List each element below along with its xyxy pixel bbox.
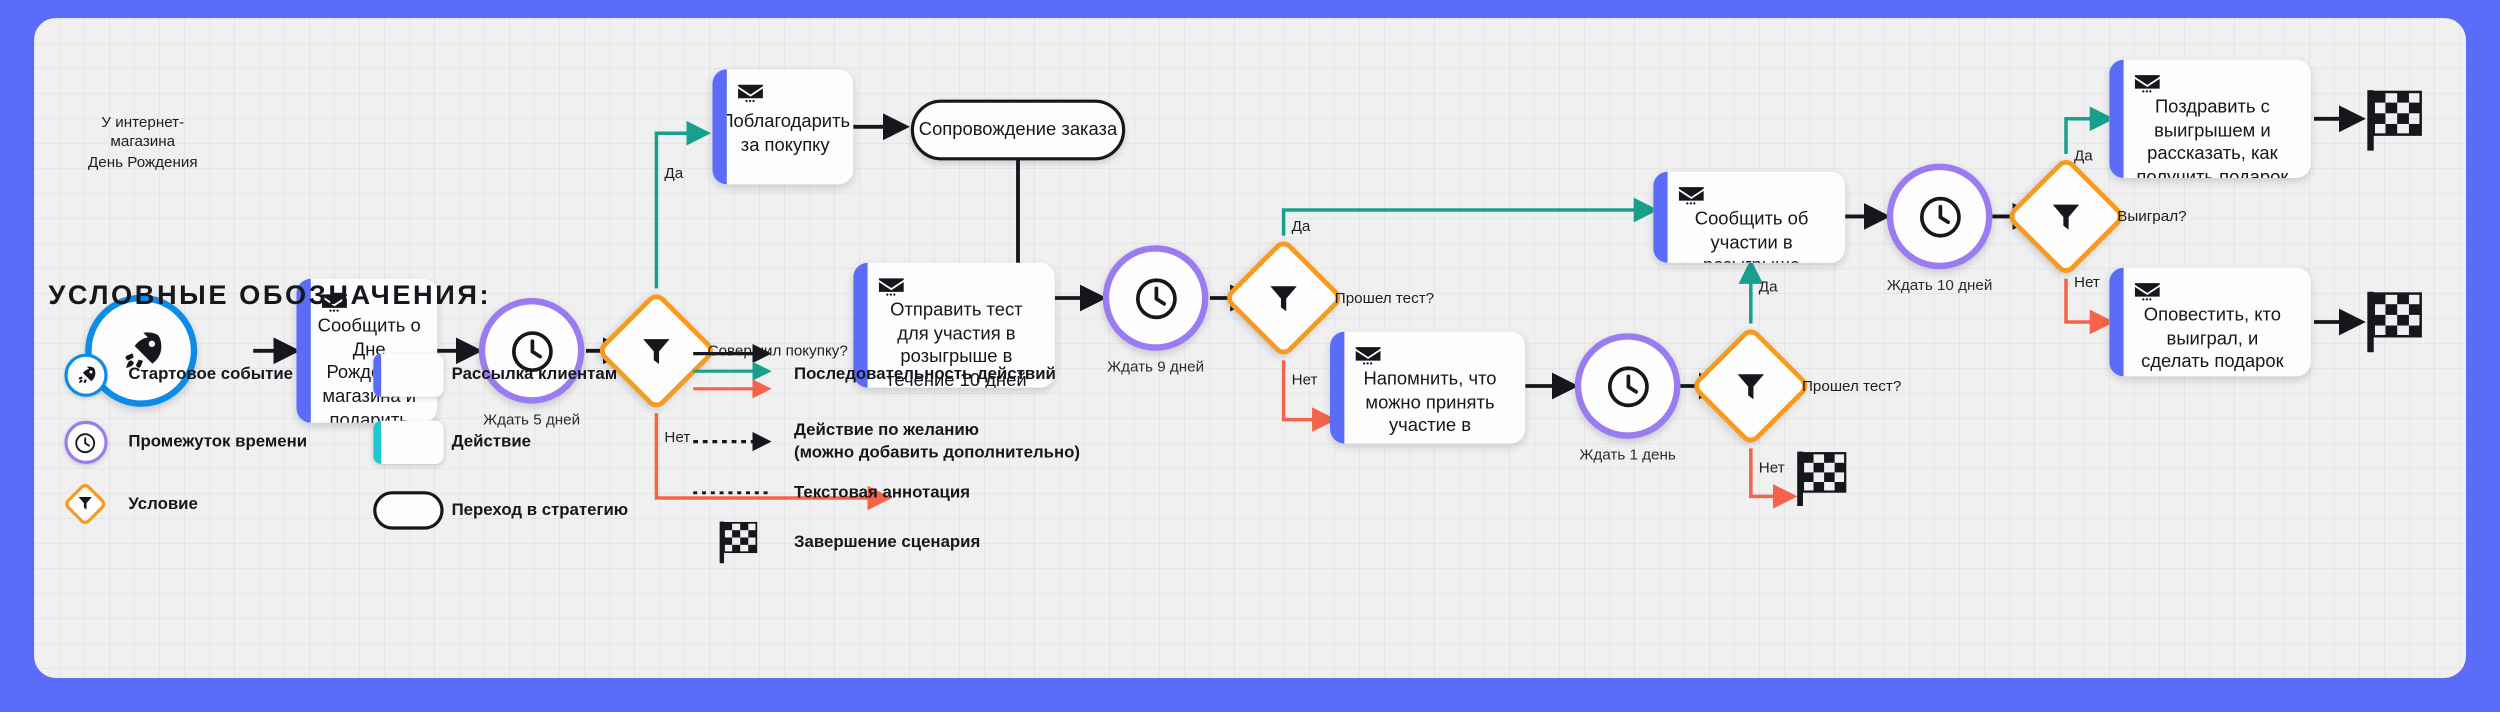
- legend-item-end: Завершение сценария: [688, 520, 980, 565]
- delay-caption-1-day: Ждать 1 день: [1579, 446, 1676, 465]
- legend-label: Переход в стратегию: [451, 500, 629, 520]
- mail-icon: [2134, 75, 2160, 93]
- legend-item-sequence: Последовательность действий: [688, 344, 1056, 405]
- pill-shape-sample: [373, 491, 444, 530]
- legend-label: Промежуток времени: [128, 432, 308, 452]
- legend-label: Текстовая аннотация: [794, 483, 970, 503]
- legend-item-strategy: Переход в стратегию: [365, 491, 629, 530]
- delay-caption-10-days: Ждать 10 дней: [1886, 277, 1993, 295]
- legend-label: Действие по желанию (можно добавить допо…: [794, 420, 1080, 463]
- card-label: Отправить тест для участия в розыгрыше в…: [886, 301, 1027, 388]
- flag-icon: [1797, 451, 1847, 506]
- dotted-line-icon: [693, 491, 772, 495]
- mail-icon: [878, 278, 904, 296]
- start-event-node[interactable]: [85, 294, 198, 407]
- edge-label-no-test-1: Нет: [1291, 371, 1318, 390]
- flowchart-canvas: У интернет- магазина День Рождения Сообщ…: [34, 18, 2466, 678]
- end-flag-notify: [2364, 290, 2425, 362]
- clock-icon: [75, 432, 96, 453]
- legend-label: Стартовое событие: [128, 365, 294, 385]
- delay-caption-5-days: Ждать 5 дней: [483, 411, 581, 430]
- card-msg-birthday[interactable]: Сообщить о Дне Рождении магазина и подар…: [296, 278, 438, 423]
- delay-node-10-days[interactable]: [1886, 163, 1993, 270]
- legend-label: Рассылка клиентам: [451, 365, 618, 385]
- flag-icon: [2367, 90, 2422, 151]
- edge-label-yes-purchase: Да: [664, 165, 684, 183]
- card-label: Сообщить об участии в розыгрыше: [1694, 210, 1809, 263]
- legend-item-mail-card: Рассылка клиентам: [365, 353, 618, 397]
- clock-icon: [1919, 196, 1960, 237]
- solid-arrows-icon: [693, 344, 772, 399]
- edge-label-no-purchase: Нет: [664, 429, 691, 447]
- card-msg-participation[interactable]: Сообщить об участии в розыгрыше: [1653, 171, 1846, 263]
- legend-item-optional-action: Действие по желанию (можно добавить допо…: [688, 419, 1080, 464]
- mail-icon: [738, 84, 763, 103]
- clock-icon: [1135, 277, 1176, 319]
- clock-icon: [1607, 365, 1648, 407]
- condition-label-win: Выиграл?: [2117, 208, 2187, 226]
- card-msg-notify[interactable]: Оповестить, кто выиграл, и сделать подар…: [2109, 267, 2311, 377]
- legend: УСЛОВНЫЕ ОБОЗНАЧЕНИЯ: Стартовое событие: [42, 280, 1418, 564]
- funnel-icon: [2052, 204, 2080, 230]
- legend-item-action-card: Действие: [365, 420, 532, 464]
- card-label: Поблагодарить за покупку: [720, 112, 851, 156]
- legend-label: Завершение сценария: [794, 532, 981, 552]
- delay-caption-9-days: Ждать 9 дней: [1107, 358, 1205, 377]
- card-msg-remind[interactable]: Напомнить, что можно принять участие в р…: [1330, 331, 1526, 444]
- mail-card-sample: [373, 353, 444, 397]
- legend-item-condition: Условие: [42, 481, 198, 527]
- delay-node-5-days[interactable]: [478, 298, 585, 404]
- card-label: Сообщить о Дне Рождении магазина и подар…: [317, 317, 421, 423]
- card-label: Напомнить, что можно принять участие в р…: [1363, 370, 1497, 444]
- start-event-note: У интернет- магазина День Рождения: [87, 114, 198, 172]
- legend-item-annotation: Текстовая аннотация: [688, 482, 970, 505]
- mail-icon: [2134, 283, 2160, 301]
- rocket-icon: [77, 366, 95, 384]
- legend-title: УСЛОВНЫЕ ОБОЗНАЧЕНИЯ:: [48, 280, 492, 311]
- end-flag-test-2: [1794, 450, 1848, 516]
- edge-label-yes-test-1: Да: [1291, 218, 1311, 236]
- condition-label-test-2: Прошел тест?: [1802, 378, 1902, 396]
- funnel-icon: [78, 497, 92, 510]
- edge-label-yes-win: Да: [2074, 147, 2093, 166]
- legend-item-delay: Промежуток времени: [42, 420, 308, 464]
- delay-node-9-days[interactable]: [1102, 245, 1209, 351]
- legend-label: Условие: [128, 494, 198, 514]
- card-label: Оповестить, кто выиграл, и сделать подар…: [2141, 306, 2284, 373]
- card-msg-test[interactable]: Отправить тест для участия в розыгрыше в…: [853, 262, 1055, 388]
- mail-icon: [1678, 187, 1704, 205]
- edge-label-yes-test-2: Да: [1758, 278, 1778, 297]
- mail-icon: [1355, 347, 1381, 365]
- delay-node-1-day[interactable]: [1574, 333, 1681, 439]
- clock-icon: [511, 330, 552, 372]
- condition-label-purchase: Совершил покупку?: [707, 342, 848, 361]
- edge-label-no-win: Нет: [2074, 274, 2100, 292]
- funnel-icon: [643, 339, 670, 364]
- funnel-icon: [1737, 374, 1764, 400]
- node-layer: У интернет- магазина День Рождения Сообщ…: [34, 18, 2466, 678]
- condition-label-test-1: Прошел тест?: [1334, 290, 1435, 308]
- legend-item-start-event: Стартовое событие: [42, 353, 294, 397]
- rocket-icon: [125, 332, 162, 368]
- flag-icon: [2367, 291, 2422, 353]
- dashed-arrow-icon: [693, 432, 772, 452]
- card-label: Поздравить с выигрышем и рассказать, как…: [2136, 98, 2288, 178]
- funnel-icon: [1270, 286, 1297, 312]
- strategy-transition-node[interactable]: Сопровождение заказа: [910, 99, 1126, 161]
- card-msg-thanks[interactable]: Поблагодарить за покупку: [712, 69, 854, 185]
- mail-icon: [322, 294, 347, 312]
- flag-icon: [719, 521, 758, 564]
- card-msg-congrats[interactable]: Поздравить с выигрышем и рассказать, как…: [2109, 59, 2311, 178]
- legend-label: Действие: [451, 432, 532, 452]
- action-card-sample: [373, 420, 444, 464]
- end-flag-congrats: [2364, 88, 2425, 160]
- edge-label-no-test-2: Нет: [1758, 459, 1785, 478]
- legend-label: Последовательность действий: [794, 364, 1056, 384]
